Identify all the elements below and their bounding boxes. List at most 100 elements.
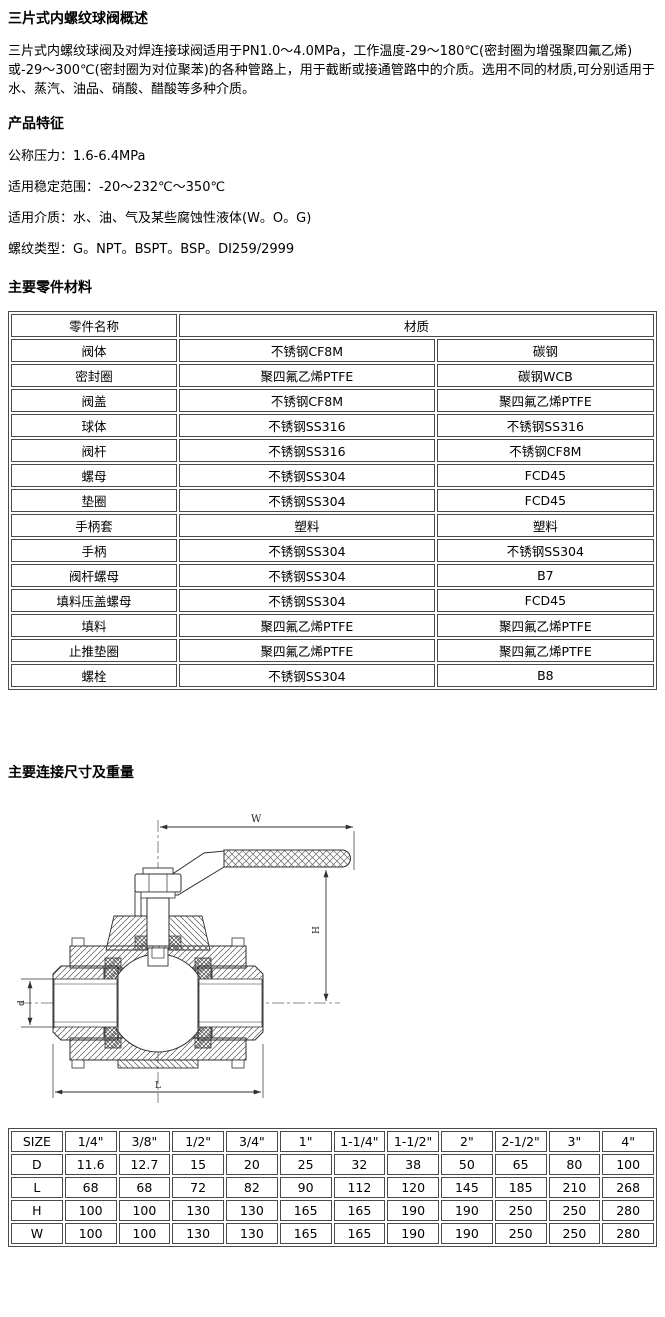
dimension-value-cell: 80 (548, 1154, 601, 1175)
dimension-value-cell: 165 (279, 1223, 332, 1244)
dimension-value-cell: 280 (602, 1223, 654, 1244)
dimension-value-cell: 100 (64, 1200, 117, 1221)
bolt-bottom-right (231, 1059, 245, 1069)
part-name-cell: 密封圈 (11, 364, 178, 387)
dimension-value-cell: 15 (172, 1154, 224, 1175)
part-name-cell: 止推垫圈 (11, 639, 178, 662)
material-cell: 聚四氟乙烯PTFE (179, 614, 435, 637)
part-name-header: 零件名称 (11, 314, 178, 337)
dimension-value-cell: 280 (602, 1200, 654, 1221)
part-name-cell: 螺母 (11, 464, 178, 487)
material-cell: 聚四氟乙烯PTFE (179, 639, 435, 662)
section-heading-features: 产品特征 (8, 116, 64, 132)
dimension-value-cell: 112 (333, 1177, 386, 1198)
l-dimension-label: L (155, 1081, 161, 1091)
material-cell: 不锈钢CF8M (436, 439, 654, 462)
dimension-value-cell: 190 (441, 1200, 493, 1221)
dimension-value-cell: 50 (441, 1154, 493, 1175)
valve-stem (146, 897, 170, 951)
dimension-value-cell: 100 (602, 1154, 654, 1175)
dimension-value-cell: 11.6 (64, 1154, 117, 1175)
dimension-value-cell: 250 (494, 1223, 547, 1244)
dimension-label-cell: L (11, 1177, 63, 1198)
part-name-cell: 手柄套 (11, 514, 178, 537)
dimension-value-cell: 72 (172, 1177, 224, 1198)
part-name-cell: 阀盖 (11, 389, 178, 412)
materials-row: 手柄套塑料塑料 (11, 514, 654, 537)
dimension-value-cell: 130 (226, 1200, 278, 1221)
material-cell: B8 (436, 664, 654, 687)
dimension-value-cell: 120 (387, 1177, 439, 1198)
material-cell: 不锈钢SS304 (179, 589, 435, 612)
dimension-value-cell: 20 (226, 1154, 278, 1175)
material-cell: 不锈钢SS316 (179, 414, 435, 437)
size-column-header: 3/4" (226, 1131, 278, 1152)
page-title: 三片式内螺纹球阀概述 (8, 11, 148, 27)
dimension-value-cell: 68 (64, 1177, 117, 1198)
part-name-cell: 手柄 (11, 539, 178, 562)
material-cell: 不锈钢SS304 (179, 489, 435, 512)
dimension-value-cell: 190 (441, 1223, 493, 1244)
material-cell: 碳钢 (436, 339, 654, 362)
material-cell: FCD45 (436, 489, 654, 512)
dimension-value-cell: 210 (548, 1177, 601, 1198)
dimension-value-cell: 130 (226, 1223, 278, 1244)
part-name-cell: 螺栓 (11, 664, 178, 687)
dimension-value-cell: 100 (118, 1223, 171, 1244)
bolt-top-right (231, 937, 245, 947)
size-column-header: 1/2" (172, 1131, 224, 1152)
h-dimension-label: H (312, 926, 322, 934)
dimension-value-cell: 190 (387, 1223, 439, 1244)
dimension-value-cell: 190 (387, 1200, 439, 1221)
dimension-value-cell: 90 (279, 1177, 332, 1198)
size-column-header: 1-1/2" (387, 1131, 439, 1152)
part-name-cell: 球体 (11, 414, 178, 437)
dimension-label-cell: D (11, 1154, 63, 1175)
dimension-value-cell: 145 (441, 1177, 493, 1198)
size-column-header: 1-1/4" (333, 1131, 386, 1152)
feature-nominal-pressure: 公称压力：1.6-6.4MPa (8, 149, 146, 164)
intro-paragraph: 三片式内螺纹球阀及对焊连接球阀适用于PN1.0～4.0MPa，工作温度-29～1… (8, 44, 655, 97)
valve-drawing: W H (8, 798, 657, 1122)
part-name-cell: 垫圈 (11, 489, 178, 512)
size-column-header: 3/8" (118, 1131, 171, 1152)
material-cell: 不锈钢SS304 (179, 664, 435, 687)
ball (108, 953, 208, 1053)
dimension-value-cell: 82 (226, 1177, 278, 1198)
material-cell: 聚四氟乙烯PTFE (436, 614, 654, 637)
dimension-value-cell: 165 (333, 1200, 386, 1221)
stem-nut (134, 873, 182, 893)
section-heading-materials: 主要零件材料 (8, 280, 92, 296)
dimension-value-cell: 165 (333, 1223, 386, 1244)
materials-header-row: 零件名称 材质 (11, 314, 654, 337)
dimension-value-cell: 100 (118, 1200, 171, 1221)
material-cell: 不锈钢CF8M (179, 339, 435, 362)
handle-bar (223, 849, 351, 868)
material-cell: 不锈钢SS304 (179, 464, 435, 487)
size-header-cell: SIZE (11, 1131, 63, 1152)
material-cell: 塑料 (179, 514, 435, 537)
dimension-label-cell: H (11, 1200, 63, 1221)
dimension-label-cell: W (11, 1223, 63, 1244)
dimension-value-cell: 165 (279, 1200, 332, 1221)
dimension-value-cell: 12.7 (118, 1154, 171, 1175)
part-name-cell: 阀体 (11, 339, 178, 362)
material-cell: FCD45 (436, 464, 654, 487)
